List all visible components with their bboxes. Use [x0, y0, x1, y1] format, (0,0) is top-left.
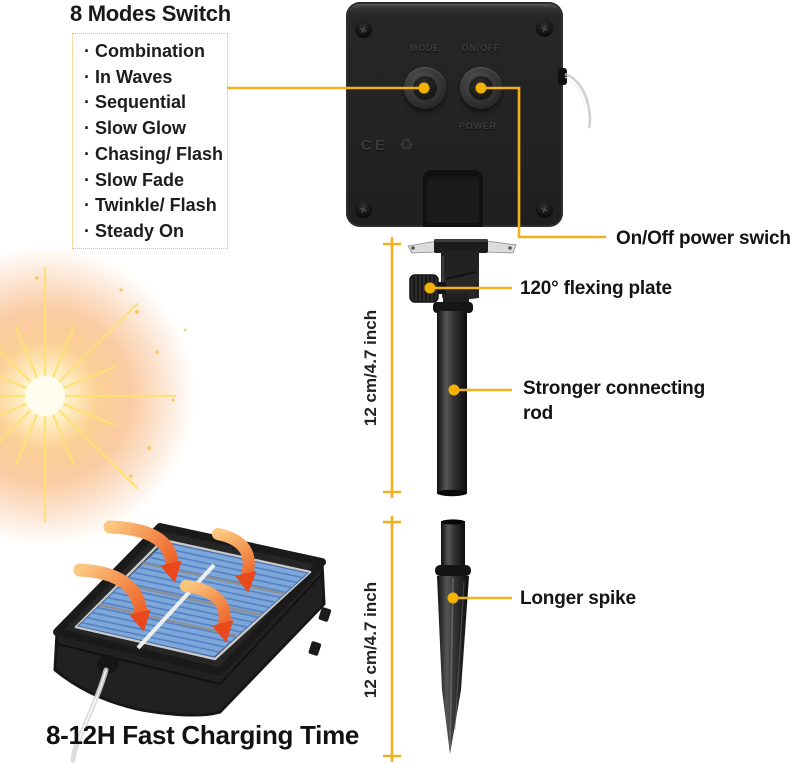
connecting-rod-illustration — [407, 239, 517, 497]
mode-item: · Slow Fade — [84, 169, 185, 190]
ce-mark: CE — [361, 137, 388, 154]
rod-measure-bracket — [383, 237, 401, 498]
flexing-plate-label: 120° flexing plate — [520, 278, 672, 299]
sunlight-arrow — [103, 520, 182, 583]
mode-dot — [418, 82, 430, 94]
onoff-dot — [475, 82, 487, 94]
power-label: POWER — [458, 121, 497, 131]
sun-graphic — [0, 250, 195, 546]
mode-item: · Slow Glow — [84, 118, 186, 139]
sunlight-arrow — [180, 580, 234, 643]
modes-list: · Combination · In Waves · Sequential · … — [72, 33, 228, 249]
modes-title: 8 Modes Switch — [70, 1, 231, 26]
mode-item: · Chasing/ Flash — [84, 143, 224, 164]
onoff-button-label: ON/OFF — [461, 43, 501, 53]
power-switch-label: On/Off power swich — [616, 228, 791, 249]
sunlight-arrow — [212, 528, 257, 593]
cable-notch — [423, 170, 483, 227]
mode-item: · In Waves — [84, 66, 173, 87]
plate-dot — [424, 282, 436, 294]
control-box: + + + + MODE ON/OFF POWER — [346, 2, 563, 227]
spike-dot — [447, 592, 459, 604]
sunlight-arrow — [73, 563, 151, 632]
solar-panel-illustration — [53, 520, 332, 763]
rod-measurement: 12 cm/4.7 inch — [361, 309, 380, 427]
rod-dot — [448, 384, 460, 396]
mode-item: · Twinkle/ Flash — [84, 195, 217, 216]
panel-body — [53, 560, 326, 717]
mode-item: · Combination — [84, 41, 205, 61]
power-callout-line — [481, 86, 606, 239]
mode-button-label: MODE — [409, 43, 441, 53]
mode-item: · Steady On — [84, 220, 185, 241]
longer-spike-label: Longer spike — [520, 588, 636, 609]
power-wire — [558, 68, 592, 129]
spike-measure-bracket — [383, 516, 401, 762]
mode-item: · Sequential — [84, 92, 187, 113]
charging-time-caption: 8-12H Fast Charging Time — [46, 720, 360, 750]
recycle-icon: ♻ — [399, 137, 414, 154]
spike-illustration — [435, 519, 471, 754]
spike-measurement: 12 cm/4.7 inch — [361, 581, 380, 699]
connecting-rod-label: Stronger connecting rod — [523, 378, 705, 424]
